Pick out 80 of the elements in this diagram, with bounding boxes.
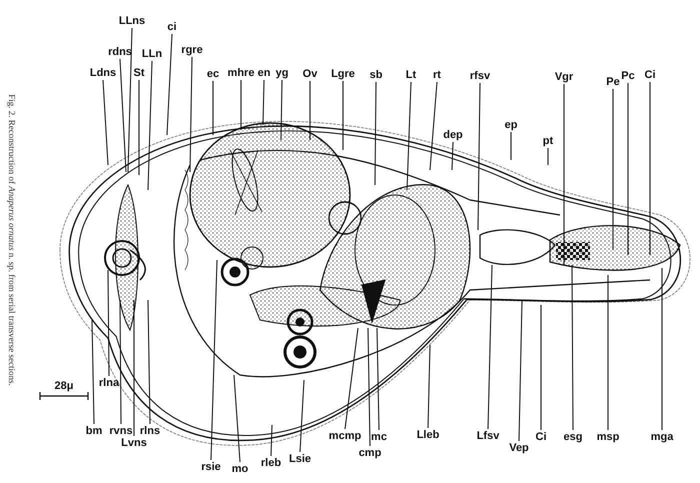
- leader-line: [406, 82, 412, 190]
- part-label: cmp: [358, 447, 382, 459]
- part-label: mcmp: [328, 430, 362, 442]
- leader-line: [478, 82, 480, 230]
- leader-line: [210, 260, 218, 460]
- leader-line: [148, 300, 150, 424]
- leader-line: [280, 80, 282, 140]
- leader-line: [120, 300, 122, 424]
- part-label: sb: [370, 69, 382, 81]
- leader-line: [138, 80, 140, 176]
- part-label: rdns: [108, 46, 132, 58]
- part-label: Ci: [536, 431, 546, 443]
- part-label: ep: [504, 119, 518, 131]
- leader-line: [240, 80, 242, 130]
- leader-line: [234, 374, 240, 462]
- part-label: esg: [564, 431, 582, 443]
- leader-line: [430, 82, 438, 170]
- leader-line: [612, 88, 614, 250]
- part-label: LLn: [142, 48, 162, 60]
- leader-line: [262, 80, 264, 126]
- leader-line: [128, 28, 132, 172]
- part-label: ec: [206, 68, 220, 80]
- part-label: rfsv: [470, 70, 490, 82]
- part-label: Vgr: [554, 71, 574, 83]
- part-label: mhre: [228, 67, 254, 79]
- leader-line: [518, 300, 522, 442]
- part-label: LLns: [118, 15, 146, 27]
- leader-line: [92, 320, 94, 424]
- leader-line: [488, 264, 492, 430]
- part-label: Lleb: [416, 429, 440, 441]
- part-label: Lsie: [289, 453, 311, 465]
- part-label: Ov: [302, 68, 318, 80]
- leader-line: [540, 304, 542, 430]
- leader-line: [148, 60, 152, 190]
- part-label: St: [134, 67, 144, 79]
- leader-line: [452, 142, 454, 170]
- leader-line: [108, 270, 110, 376]
- part-label: rlns: [140, 425, 160, 437]
- leader-line: [428, 344, 430, 428]
- part-label: mo: [232, 463, 248, 475]
- leader-line: [300, 380, 304, 452]
- part-label: msp: [596, 431, 620, 443]
- part-label: ci: [167, 21, 177, 33]
- part-label: rsie: [201, 461, 221, 473]
- part-label: dep: [443, 129, 463, 141]
- part-label: mc: [371, 431, 387, 443]
- part-label: Lgre: [331, 68, 355, 80]
- part-label: Pe: [606, 76, 620, 88]
- leader-line: [376, 328, 380, 430]
- part-label: mga: [650, 431, 674, 443]
- part-label: Lvns: [121, 437, 147, 449]
- part-label: rlna: [98, 377, 120, 389]
- part-label: rleb: [260, 457, 282, 469]
- part-label: Ldns: [90, 67, 116, 79]
- leader-line: [510, 132, 512, 160]
- part-label: Vep: [509, 442, 529, 454]
- scale-label: 28μ: [54, 378, 74, 394]
- part-label: rgre: [181, 44, 203, 56]
- leader-line: [374, 82, 376, 186]
- part-label: en: [258, 67, 270, 79]
- leader-line: [190, 56, 192, 172]
- part-label: rt: [433, 69, 441, 81]
- leader-line: [166, 34, 172, 136]
- part-label: bm: [86, 425, 102, 437]
- leader-line: [102, 80, 108, 166]
- leader-line: [368, 328, 370, 446]
- leader-line: [342, 80, 344, 150]
- leader-line: [344, 328, 358, 430]
- part-label: pt: [542, 135, 554, 147]
- part-label: Lt: [406, 69, 416, 81]
- leader-line: [212, 80, 214, 136]
- part-label: rvns: [109, 425, 133, 437]
- leader-line: [572, 264, 574, 430]
- part-label: Pc: [621, 70, 635, 82]
- part-label: yg: [276, 67, 288, 79]
- leader-line: [270, 424, 272, 456]
- figure-caption: Fig. 2. Reconstruction of Anaperus ornatus n. sp. from serial transverse sections.: [6, 94, 18, 386]
- leader-line: [120, 58, 126, 172]
- part-label: Lfsv: [476, 430, 500, 442]
- part-label: Ci: [644, 69, 656, 81]
